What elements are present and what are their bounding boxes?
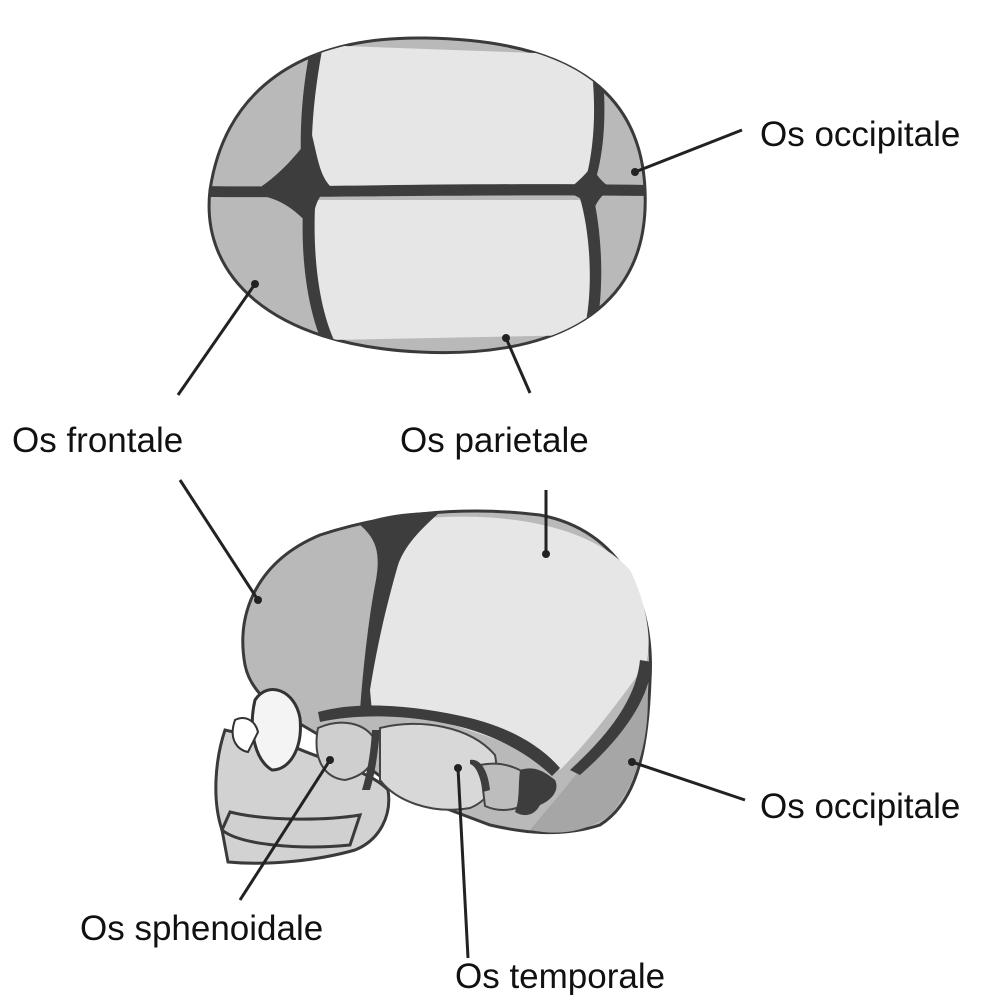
- top-view-skull: [205, 38, 650, 353]
- leader-top-frontal: [178, 284, 255, 395]
- side-view-skull: [216, 511, 652, 863]
- dot-top-parietal: [502, 334, 510, 342]
- leader-side-occipital: [632, 762, 745, 800]
- top-parietal-upper: [306, 45, 596, 192]
- dot-side-frontal: [254, 596, 262, 604]
- label-top-frontal: Os frontale: [12, 421, 183, 460]
- label-top-occipital: Os occipitale: [760, 115, 960, 154]
- dot-side-occipital: [628, 758, 636, 766]
- label-side-temporal: Os temporale: [455, 957, 665, 995]
- dot-side-temporal: [454, 764, 462, 772]
- dot-top-occipital: [631, 168, 639, 176]
- top-parietal-lower: [311, 200, 594, 340]
- leader-side-frontal: [180, 480, 258, 600]
- label-top-parietal: Os parietale: [400, 421, 589, 460]
- dot-side-sphenoid: [326, 756, 334, 764]
- dot-top-frontal: [251, 280, 259, 288]
- leader-top-occipital: [635, 130, 742, 172]
- dot-side-parietal: [542, 550, 550, 558]
- side-sphenoid: [317, 723, 376, 780]
- side-orbit: [252, 690, 300, 770]
- label-side-occipital: Os occipitale: [760, 787, 960, 826]
- label-side-sphenoid: Os sphenoidale: [80, 909, 323, 948]
